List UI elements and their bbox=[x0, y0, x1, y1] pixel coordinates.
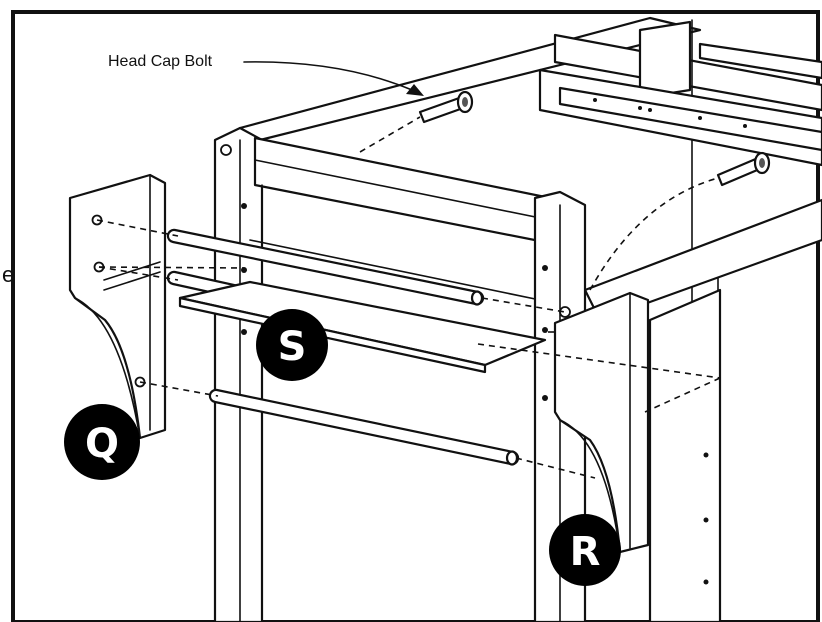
shelf-s bbox=[178, 280, 547, 374]
rod-top bbox=[166, 228, 485, 306]
rod-bottom bbox=[208, 388, 520, 466]
diagram-frame bbox=[11, 10, 820, 622]
cut-off-glyph: e bbox=[2, 262, 14, 287]
head-cap-bolt-2 bbox=[716, 151, 771, 187]
part-badge-q-text: Q bbox=[85, 421, 119, 467]
head-cap-bolt-1 bbox=[418, 90, 474, 124]
leader-arrow-head bbox=[406, 84, 424, 96]
part-badge-q: Q bbox=[64, 404, 140, 480]
head-cap-bolt-callout: Head Cap Bolt bbox=[108, 53, 424, 96]
assembly-guides bbox=[96, 116, 721, 479]
part-badge-r-text: R bbox=[570, 529, 601, 575]
bracket-q bbox=[68, 173, 167, 440]
part-badge-r: R bbox=[549, 514, 621, 586]
head-cap-bolt-label: Head Cap Bolt bbox=[108, 53, 213, 70]
part-badge-s: S bbox=[256, 309, 328, 381]
part-badge-s-text: S bbox=[278, 324, 307, 370]
rear-frame bbox=[238, 16, 822, 622]
left-front-post bbox=[213, 126, 264, 622]
